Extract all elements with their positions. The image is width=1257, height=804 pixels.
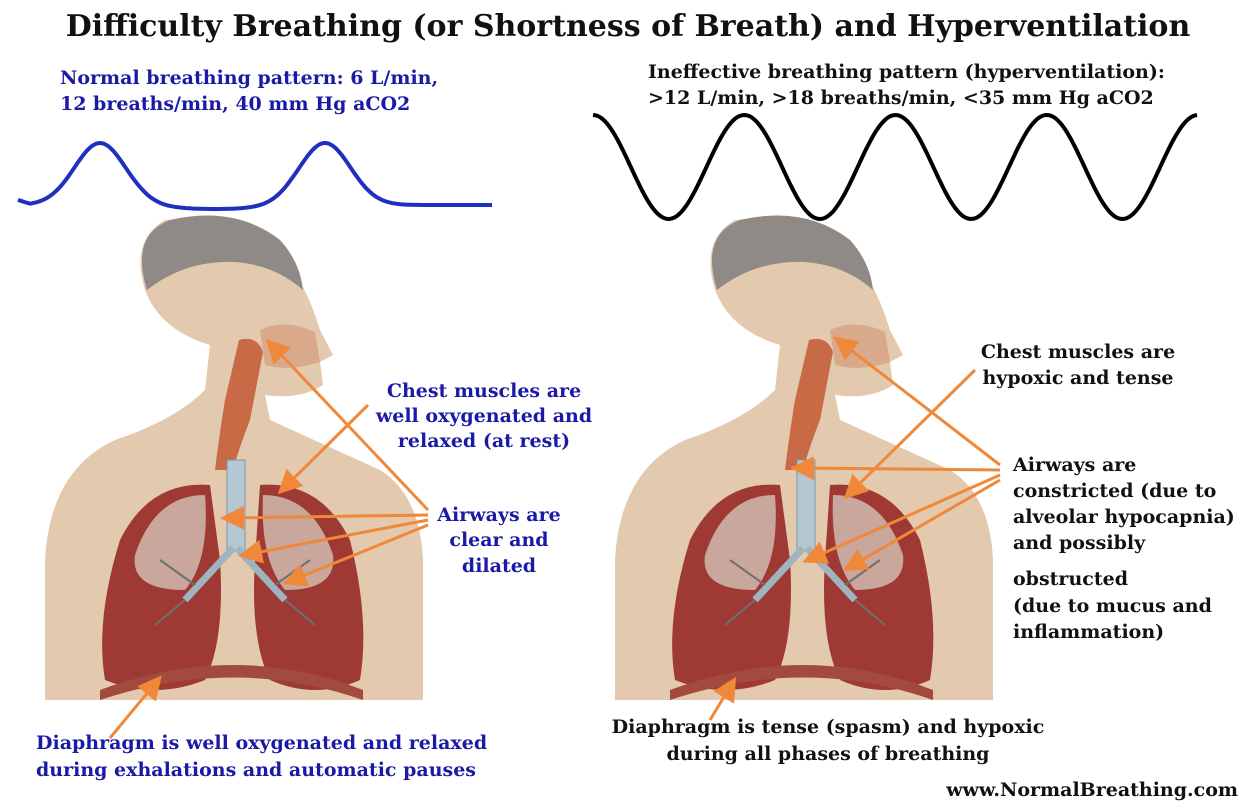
- normal-diaphragm-line: Diaphragm is well oxygenated and relaxed: [36, 732, 487, 754]
- diagram-title: Difficulty Breathing (or Shortness of Br…: [66, 9, 1191, 44]
- normal-pattern-line1: Normal breathing pattern: 6 L/min,: [60, 67, 438, 89]
- trachea: [797, 460, 815, 550]
- mouth-cavity: [260, 324, 320, 367]
- hyperventilation-wave: [593, 115, 1197, 219]
- hyper-diaphragm-line: Diaphragm is tense (spasm) and hypoxic: [612, 716, 1045, 738]
- hyper-anatomy-illustration: [615, 216, 993, 701]
- normal-pattern-text: Normal breathing pattern: 6 L/min, 12 br…: [60, 67, 438, 115]
- hyper-diaphragm-label: Diaphragm is tense (spasm) and hypoxic d…: [612, 716, 1045, 765]
- normal-airways-line: dilated: [462, 555, 536, 577]
- normal-anatomy-illustration: [45, 216, 423, 701]
- hyper-airways-line: Airways are: [1012, 454, 1136, 476]
- normal-airways-line: Airways are: [436, 504, 560, 526]
- hyper-airways-label: Airways are constricted (due to alveolar…: [1012, 454, 1235, 643]
- hyper-airways-line: obstructed: [1013, 568, 1128, 590]
- hyper-chest-label: Chest muscles are hypoxic and tense: [981, 341, 1175, 389]
- hyper-airways-line: constricted (due to: [1013, 480, 1216, 502]
- trachea: [227, 460, 245, 550]
- hyper-airways-line: alveolar hypocapnia): [1013, 506, 1235, 528]
- arrow-hyper-airways-trachea: [796, 468, 1000, 470]
- hyper-chest-line: Chest muscles are: [981, 341, 1175, 363]
- normal-chest-line: Chest muscles are: [387, 380, 581, 402]
- normal-breathing-wave: [18, 143, 492, 209]
- hyper-chest-line: hypoxic and tense: [982, 367, 1173, 389]
- hyper-pattern-line1: Ineffective breathing pattern (hypervent…: [648, 61, 1165, 83]
- hyper-pattern-text: Ineffective breathing pattern (hypervent…: [648, 61, 1165, 109]
- mouth-cavity: [830, 324, 890, 367]
- normal-airways-label: Airways are clear and dilated: [436, 504, 560, 577]
- normal-diaphragm-label: Diaphragm is well oxygenated and relaxed…: [36, 732, 487, 781]
- hyper-airways-line: and possibly: [1013, 532, 1146, 554]
- normal-pattern-line2: 12 breaths/min, 40 mm Hg aCO2: [60, 93, 410, 115]
- normal-airways-line: clear and: [449, 529, 548, 551]
- normal-chest-line: relaxed (at rest): [398, 430, 570, 452]
- normal-chest-line: well oxygenated and: [375, 405, 592, 427]
- hyper-airways-line: (due to mucus and: [1013, 595, 1212, 617]
- hyper-diaphragm-line: during all phases of breathing: [667, 743, 990, 765]
- normal-chest-label: Chest muscles are well oxygenated and re…: [375, 380, 592, 452]
- hyper-pattern-line2: >12 L/min, >18 breaths/min, <35 mm Hg aC…: [648, 87, 1154, 109]
- normal-diaphragm-line: during exhalations and automatic pauses: [36, 759, 476, 781]
- hyper-airways-line: inflammation): [1013, 621, 1164, 643]
- website-credit: www.NormalBreathing.com: [945, 779, 1238, 801]
